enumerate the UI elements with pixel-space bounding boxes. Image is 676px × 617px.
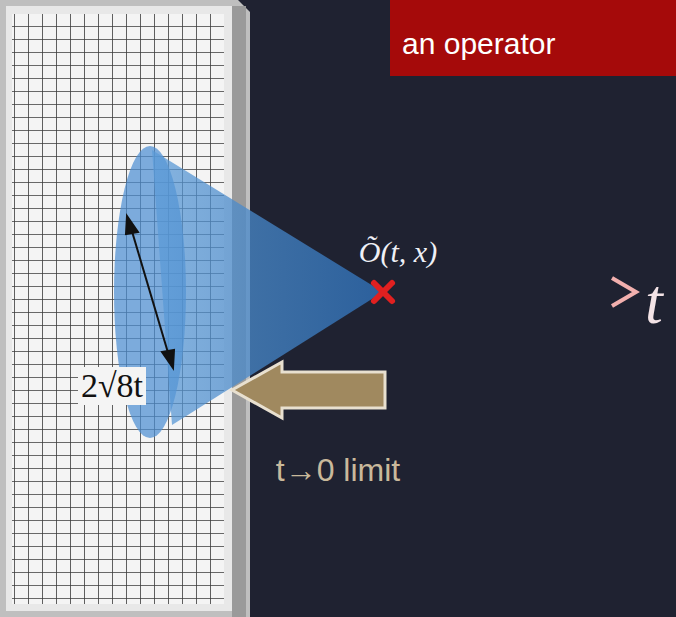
axis-label: t xyxy=(645,265,663,339)
limit-label: t→0 limit xyxy=(276,452,400,489)
banner-text: an operator xyxy=(402,27,555,61)
width-label: 2√8t xyxy=(78,367,146,405)
axis-arrowhead xyxy=(612,278,636,306)
operator-label: Õ(t, x) xyxy=(359,235,437,269)
limit-arrow xyxy=(232,362,385,418)
operator-cross xyxy=(374,283,392,301)
flow-time-axis xyxy=(150,290,628,294)
width-arrow xyxy=(126,216,174,368)
title-banner: an operator xyxy=(390,0,676,76)
